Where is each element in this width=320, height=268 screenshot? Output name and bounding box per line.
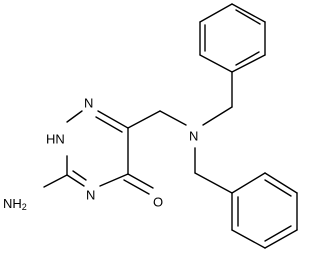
triazinone-ring	[66, 110, 129, 187]
atom-n-ring-bottom: N	[86, 188, 95, 203]
bond-c5-o-double	[123, 179, 150, 195]
bond-c5-o	[127, 173, 154, 189]
atom-nh-ring: HN	[46, 132, 65, 147]
atom-n-ring-top: N	[84, 96, 93, 111]
atom-carbonyl-o: O	[153, 195, 163, 210]
bond-c3-nh2	[43, 174, 68, 188]
bond-ch2-ring-lower	[194, 172, 233, 194]
atom-amine: NH2	[3, 196, 27, 213]
bond-c6-n1-double	[95, 116, 123, 133]
bond-c6-ch2	[127, 110, 161, 129]
bond-c6-n1	[97, 110, 129, 129]
bond-c3-n4	[66, 174, 85, 187]
lower-phenyl-ring	[231, 172, 298, 249]
bond-c3-n4-double	[72, 170, 87, 181]
atom-tertiary-n: N	[189, 129, 198, 144]
bond-n1-n2	[66, 110, 83, 123]
bond-n4-c5	[99, 173, 129, 187]
upper-phenyl-ring	[199, 3, 266, 73]
bond-ch2-n	[159, 110, 187, 126]
bond-n-ch2-upper	[202, 106, 233, 126]
chemical-structure-diagram: N HN N NH2 O N	[3, 3, 298, 249]
